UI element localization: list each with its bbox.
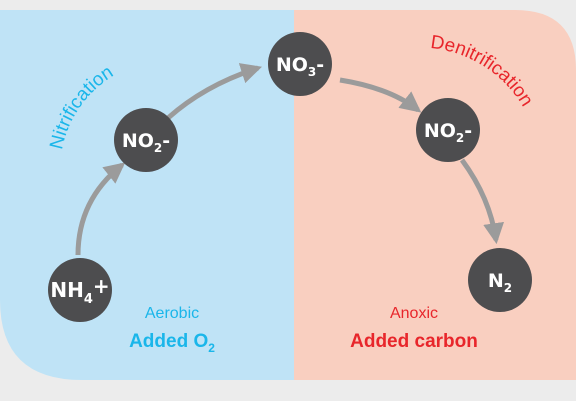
node-label-nitrite-anoxic: NO2- xyxy=(424,120,472,145)
arrow-nh4-to-no2 xyxy=(75,162,126,256)
node-label-nitrate: NO3- xyxy=(276,54,324,79)
arrow-no2-to-n2 xyxy=(459,158,505,245)
node-circle xyxy=(114,108,178,172)
node-nitrogen: N2 xyxy=(468,248,532,312)
added-oxygen-label: Added O2 xyxy=(129,331,215,355)
added-carbon-label: Added carbon xyxy=(350,331,478,352)
anoxic-condition-label: Anoxic xyxy=(390,305,438,322)
node-circle xyxy=(416,98,480,162)
node-label-nitrite-aerobic: NO2- xyxy=(122,130,170,155)
node-label-ammonium: NH4+ xyxy=(50,274,109,307)
node-circle xyxy=(468,248,532,312)
arrow-no3-to-no2 xyxy=(339,77,422,113)
node-label-nitrogen: N2 xyxy=(488,270,512,295)
aerobic-condition-label: Aerobic xyxy=(145,305,199,322)
node-circle xyxy=(48,258,112,322)
arrow-no2-to-no3 xyxy=(166,63,262,120)
node-nitrite-aerobic: NO2- xyxy=(114,108,178,172)
node-nitrate: NO3- xyxy=(268,32,332,96)
node-ammonium: NH4+ xyxy=(48,258,112,322)
node-nitrite-anoxic: NO2- xyxy=(416,98,480,162)
anoxic-panel xyxy=(294,10,576,380)
node-circle xyxy=(268,32,332,96)
